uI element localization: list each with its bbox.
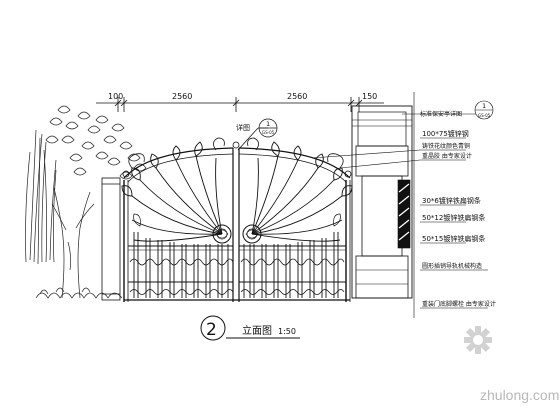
note-flat-bar-50x15: 50*15镀锌铁扁钢条	[422, 234, 485, 243]
guard-house	[351, 92, 415, 318]
note-flat-bar-30: 30*6镀锌铁扁钢条	[422, 196, 481, 205]
dim-left-offset: 100	[108, 92, 123, 101]
tree-trunk	[51, 187, 95, 299]
note-flat-bar-50x12: 50*12镀锌铁扁钢条	[422, 213, 485, 222]
note-steel-beam: 100*75镀锌钢	[422, 129, 469, 138]
annotation-leaders	[311, 100, 494, 309]
detail-callout	[237, 118, 278, 151]
tree-shrubs	[35, 287, 123, 299]
left-fan-ornament	[121, 141, 223, 242]
detail-label: 详图	[236, 123, 250, 132]
tree-illustration	[25, 105, 147, 299]
drawing-title	[200, 315, 300, 341]
tree-grass-strands	[25, 129, 57, 265]
std-number: 1	[482, 102, 486, 110]
title-name: 立面图	[242, 324, 272, 337]
watermark-text: zhulong.com	[480, 387, 559, 403]
detail-ref: GS-05	[262, 130, 275, 135]
dim-right-offset: 150	[362, 92, 377, 101]
left-pier	[101, 177, 121, 301]
std-ref: GS-05	[478, 113, 491, 118]
note-sealant: 重晶胶 由专家设计	[422, 152, 472, 160]
note-cast-iron-pattern: 铸铁花纹颜色青铜	[422, 142, 470, 150]
zhulong-logo	[464, 326, 492, 354]
dimension-line	[96, 97, 384, 112]
note-anchor-bolt: 重装门底脚螺栓 由专家设计	[422, 300, 496, 308]
tree-foliage	[45, 105, 147, 180]
left-medallion	[212, 224, 232, 244]
note-pin-rail: 圆形插销导轨机械构造	[422, 262, 482, 270]
gate	[121, 137, 353, 302]
right-medallion	[242, 224, 262, 244]
dim-left-leaf: 2560	[172, 92, 192, 101]
right-fan-ornament	[251, 141, 353, 242]
title-number: 2	[206, 320, 217, 340]
title-scale: 1:50	[278, 327, 296, 336]
std-label: 标准保安亭详图	[420, 110, 462, 118]
detail-number: 1	[266, 120, 270, 128]
dim-right-leaf: 2560	[287, 92, 307, 101]
